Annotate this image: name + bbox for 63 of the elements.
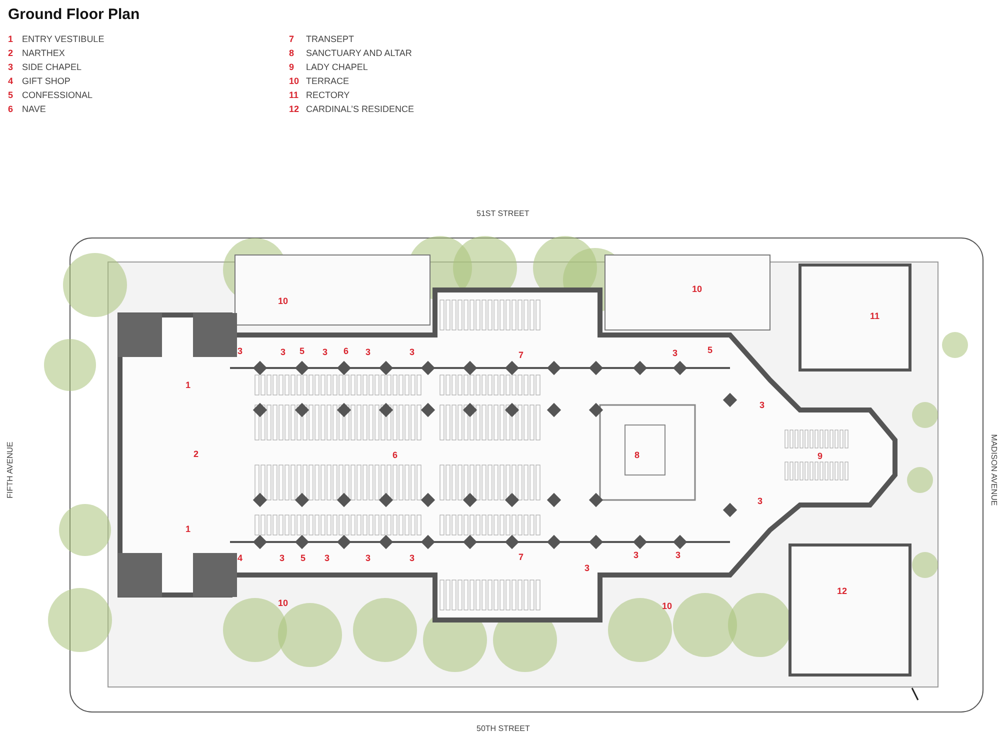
room-number: 4 [238,554,243,562]
key-number: 1 [8,34,14,44]
key-number: 2 [8,48,14,58]
room-name: RECTORY [306,90,350,100]
room-number: 11 [870,312,880,320]
key-number: 12 [289,104,300,114]
key-number: 5 [8,90,14,100]
room-number: 3 [280,554,285,562]
key-number: 10 [289,76,300,86]
room-name: CONFESSIONAL [22,90,93,100]
room-number: 10 [278,598,288,608]
room-name: CARDINAL’S RESIDENCE [306,104,414,114]
room-name: TRANSEPT [306,34,354,44]
room-number: 7 [518,552,524,562]
room-name: NARTHEX [22,48,65,58]
street-name: 50TH STREET [476,725,530,733]
room-name: LADY CHAPEL [306,62,368,72]
room-number: 3 [324,554,330,562]
street-name: MADISON AVENUE [989,434,998,506]
plan-title: Ground Floor Plan [8,6,140,22]
key-number: 4 [8,76,14,86]
room-number: 5 [300,554,306,562]
room-number: 1 [186,380,191,390]
street-name: FIFTH AVENUE [6,442,14,498]
room-number: 3 [676,550,681,560]
room-number: 3 [584,564,590,572]
room-number: 10 [662,602,672,610]
room-number: 3 [410,554,415,562]
room-number: 3 [280,348,286,356]
room-name: NAVE [22,104,46,114]
room-name: TERRACE [306,76,350,86]
room-number: 3 [758,496,763,506]
room-number: 6 [392,450,398,460]
room-name: ENTRY VESTIBULE [22,34,104,44]
room-number: 3 [238,346,243,356]
room-number: 6 [344,346,349,356]
room-number: 3 [410,348,415,356]
room-name: SIDE CHAPEL [22,62,82,72]
room-name: GIFT SHOP [22,76,70,86]
room-number: 5 [708,346,713,354]
key-number: 7 [289,34,294,44]
key-number: 8 [289,48,294,58]
room-number: 9 [818,452,823,460]
room-number: 3 [366,554,371,562]
room-number: 3 [634,550,639,560]
room-number: 12 [837,586,848,596]
room-number: 10 [278,296,288,306]
room-name: SANCTUARY AND ALTAR [306,48,412,58]
street-name: 51ST STREET [476,210,530,218]
key-number: 9 [289,62,294,72]
room-number: 3 [366,348,371,356]
room-number: 1 [186,524,191,534]
room-number: 5 [300,346,305,356]
key-number: 6 [8,104,14,114]
key-number: 11 [289,90,299,100]
room-number: 8 [634,450,640,460]
room-number: 7 [518,350,524,360]
key-number: 3 [8,62,14,72]
room-number: 3 [322,348,328,356]
room-number: 2 [194,450,199,458]
room-number: 3 [760,400,765,410]
room-number: 3 [672,348,678,358]
room-number: 10 [692,284,702,294]
